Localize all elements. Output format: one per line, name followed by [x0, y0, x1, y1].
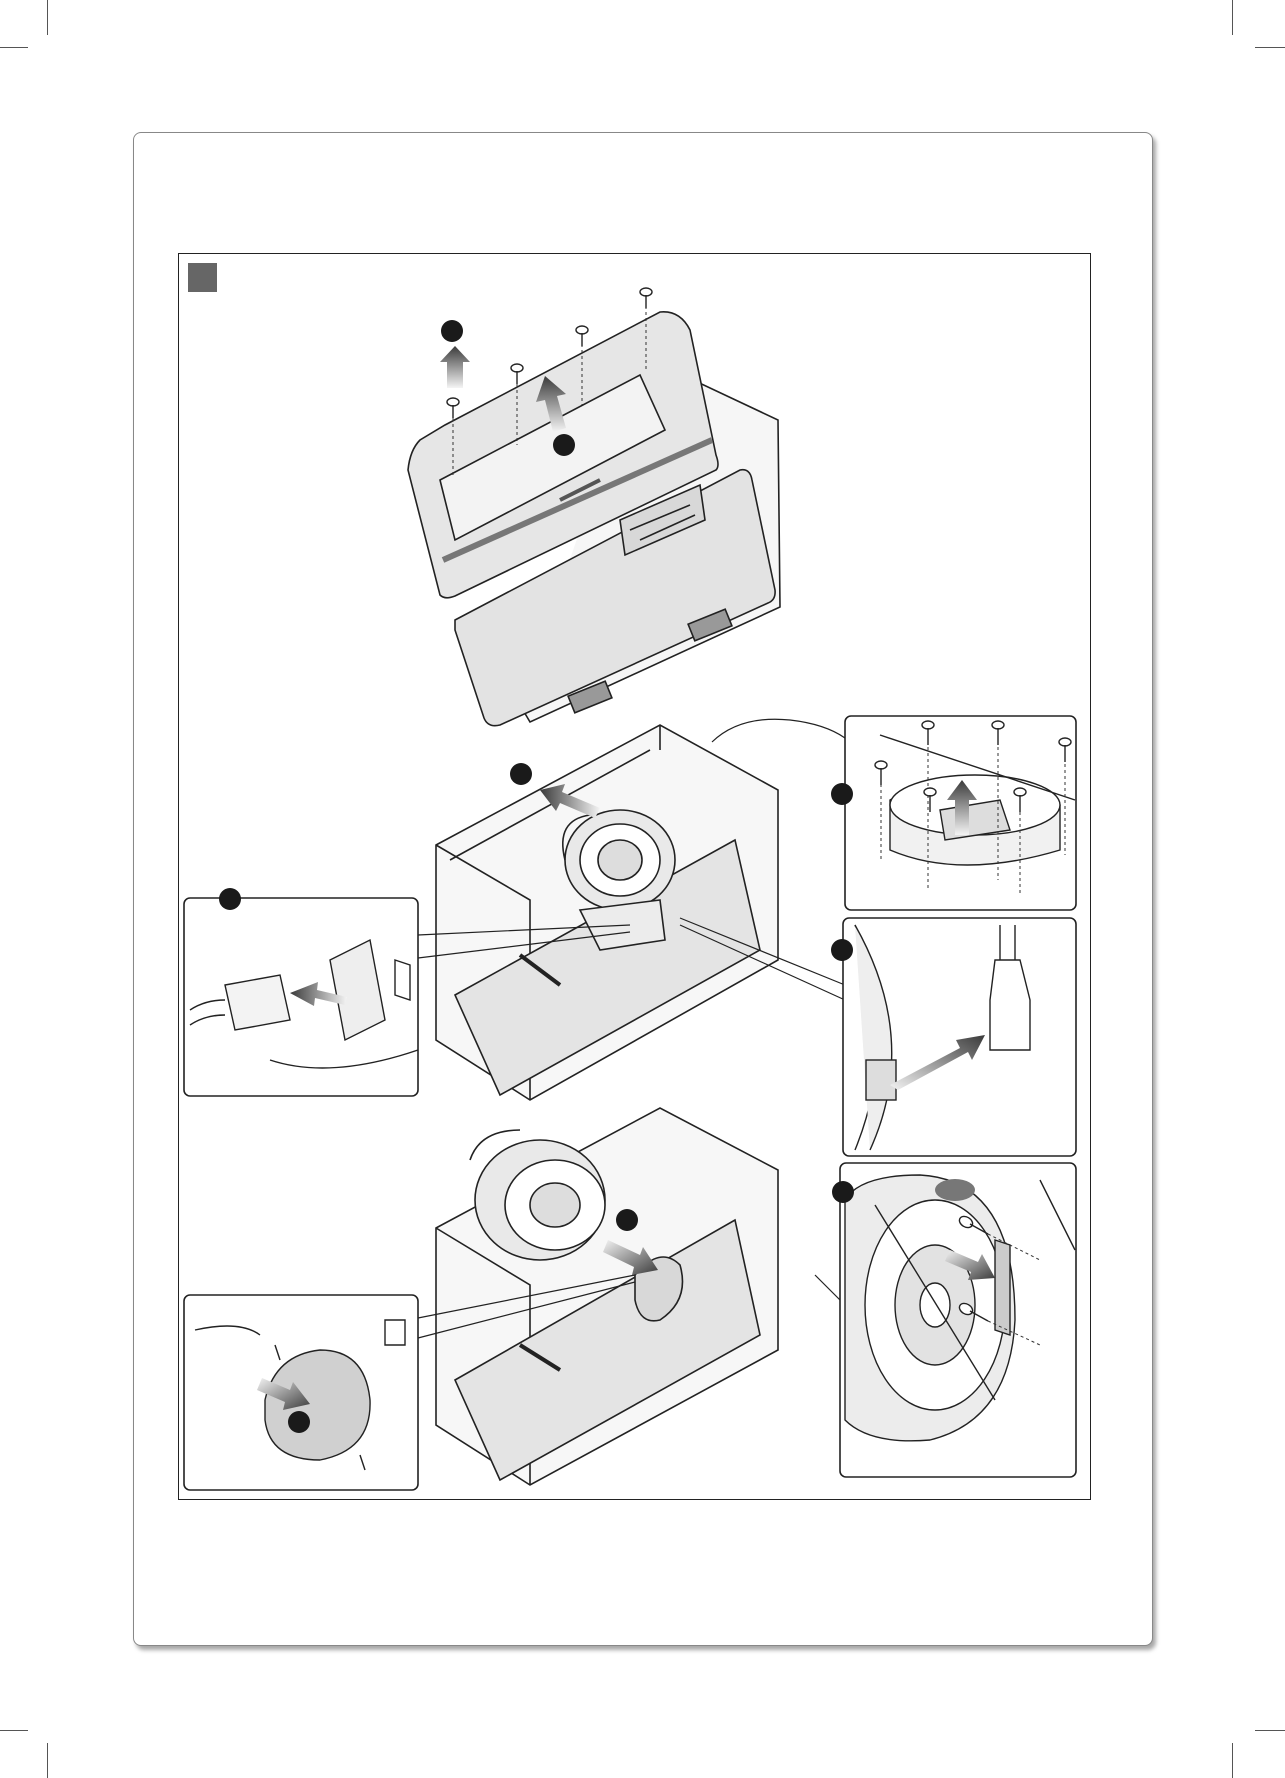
label-oval [935, 1179, 975, 1201]
step-badge [831, 939, 853, 961]
step-badge [831, 783, 853, 805]
step-badge [553, 434, 575, 456]
step-badge [510, 763, 532, 785]
step-badge [441, 320, 463, 342]
cabinet-bottom [436, 1108, 778, 1485]
step-badge [288, 1411, 310, 1433]
callout-leader [815, 1275, 840, 1300]
step-badge [219, 888, 241, 910]
cabinet-middle [436, 725, 778, 1100]
step-badge [616, 1209, 638, 1231]
hood-top-view [408, 312, 780, 726]
removal-arrow [440, 346, 470, 388]
callout-leader [712, 719, 845, 742]
step-badge [832, 1181, 854, 1203]
